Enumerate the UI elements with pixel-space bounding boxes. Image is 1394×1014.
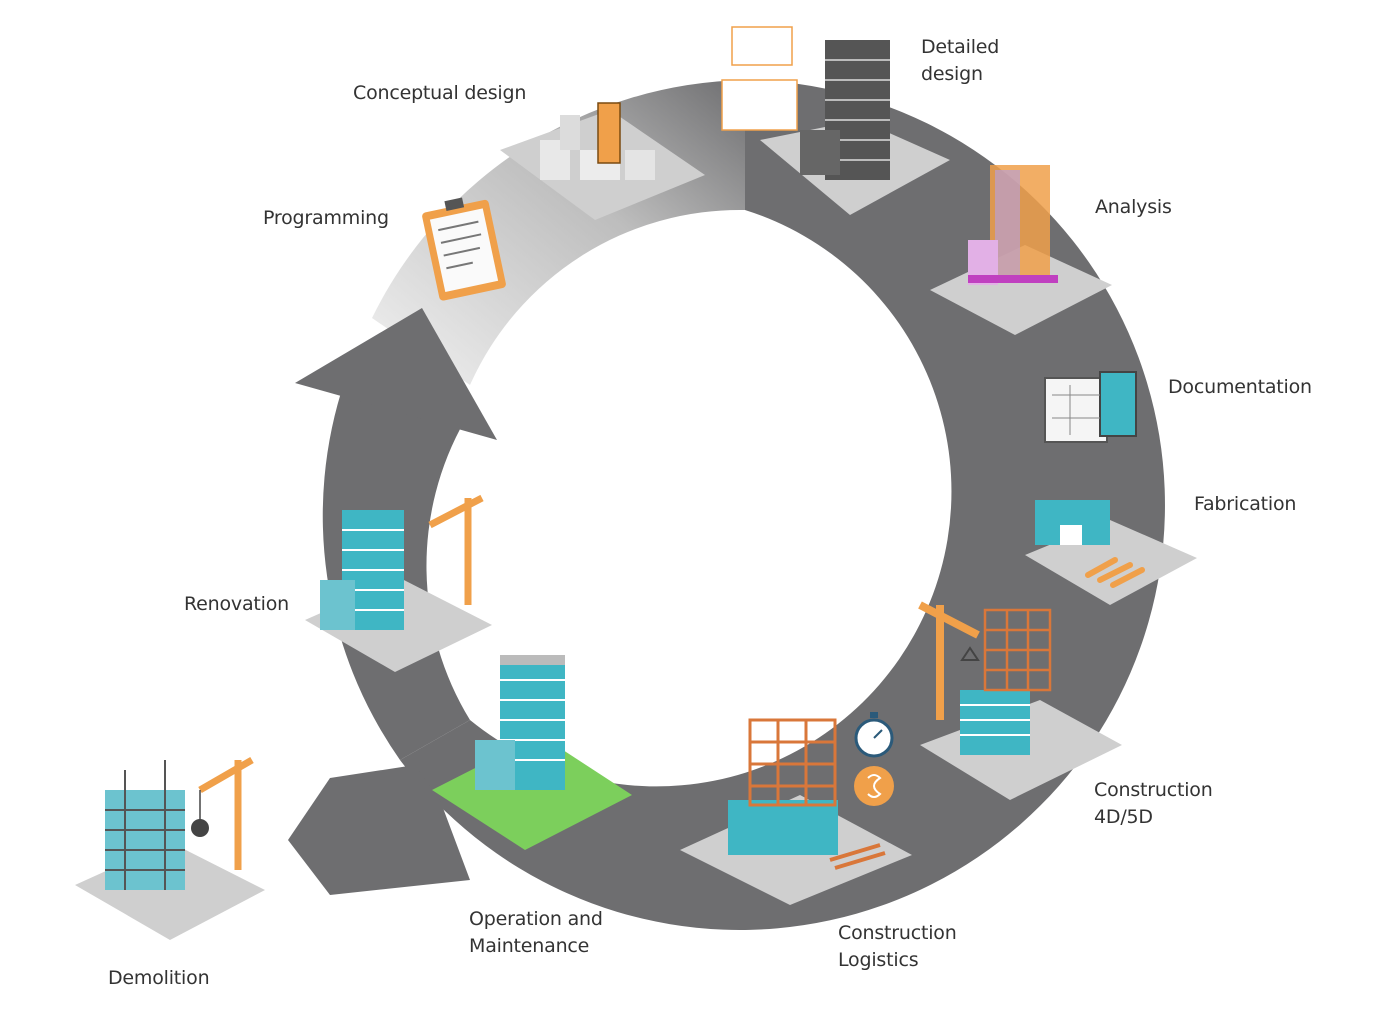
arrowhead-up bbox=[295, 308, 497, 440]
construction-4d5d-crane-icon bbox=[918, 601, 1122, 800]
stage-label-documentation: Documentation bbox=[1168, 376, 1312, 398]
stage-label-programming: Programming bbox=[263, 207, 389, 229]
demolition-building-wreckingball-icon bbox=[75, 756, 265, 940]
clipboard-icon bbox=[422, 197, 506, 301]
conceptual-design-model-icon bbox=[500, 102, 705, 220]
operation-maintenance-building-icon bbox=[432, 655, 632, 850]
detailed-design-tower-icon bbox=[721, 26, 950, 215]
stage-label-conceptual-design: Conceptual design bbox=[353, 82, 527, 104]
renovation-building-crane-icon bbox=[305, 494, 492, 672]
stage-label-detailed-design: Detailed design bbox=[921, 36, 1000, 85]
stage-label-construction-logistics: Construction Logistics bbox=[838, 922, 957, 971]
fabrication-factory-icon bbox=[1025, 500, 1197, 605]
stage-label-demolition: Demolition bbox=[108, 967, 210, 989]
arrow-to-demolition bbox=[288, 765, 470, 895]
stage-label-operation-maintenance: Operation and Maintenance bbox=[469, 908, 603, 957]
stage-label-fabrication: Fabrication bbox=[1194, 493, 1297, 515]
stage-label-construction-4d5d: Construction 4D/5D bbox=[1094, 779, 1213, 828]
documentation-drawings-icon bbox=[1044, 371, 1137, 443]
analysis-tower-icon bbox=[930, 165, 1112, 335]
stage-label-analysis: Analysis bbox=[1095, 196, 1172, 218]
stopwatch-icon bbox=[854, 712, 894, 758]
construction-logistics-frame-icon bbox=[680, 718, 912, 905]
stage-label-renovation: Renovation bbox=[184, 593, 289, 615]
cost-coin-icon bbox=[854, 766, 894, 806]
